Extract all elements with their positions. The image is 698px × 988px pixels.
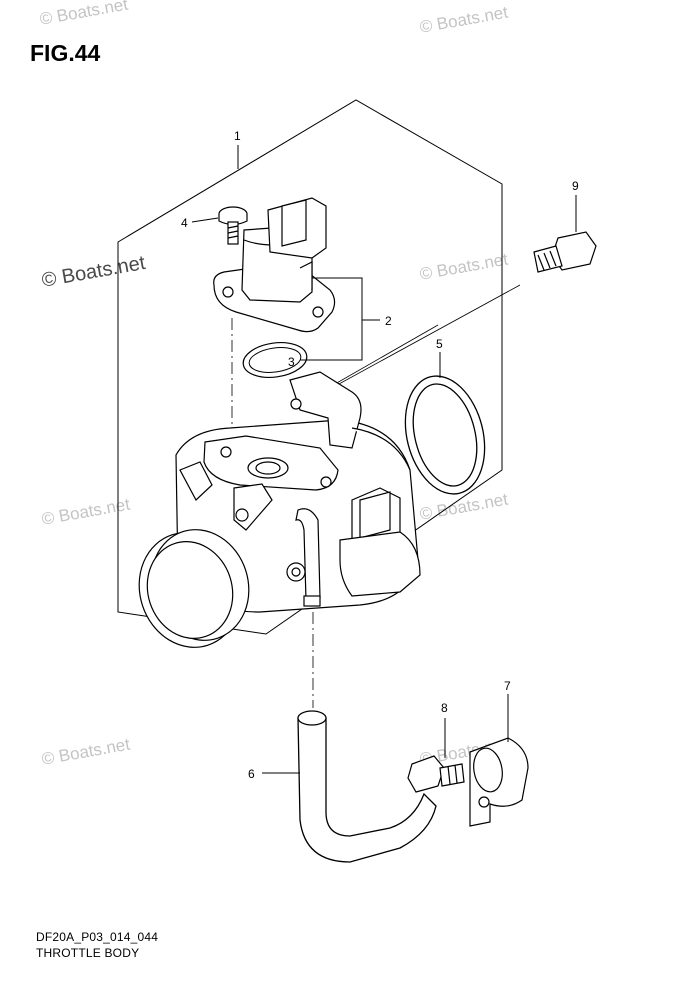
callout-label: 8 (441, 701, 448, 715)
callout-label: 9 (572, 179, 579, 193)
throttle-position-sensor (213, 197, 336, 333)
clamp (469, 737, 529, 827)
hose (297, 710, 437, 863)
callout-label: 3 (288, 355, 295, 369)
assembly-box (117, 99, 503, 635)
callout-label: 1 (234, 129, 241, 143)
figure-title: FIG.44 (30, 40, 101, 66)
throttle-body (138, 371, 421, 648)
gasket (404, 375, 486, 495)
bolt-8 (407, 755, 465, 793)
o-ring (242, 341, 308, 379)
callout-label: 6 (248, 767, 255, 781)
callout-label: 4 (181, 216, 188, 230)
bolt-9 (533, 231, 597, 273)
screw (218, 206, 248, 245)
callout-label: 2 (385, 314, 392, 328)
figure-name: THROTTLE BODY (36, 946, 140, 960)
figure-code: DF20A_P03_014_044 (36, 930, 159, 944)
callout-label: 5 (436, 337, 443, 351)
callout-bracket (312, 277, 363, 361)
callout-label: 7 (504, 679, 511, 693)
